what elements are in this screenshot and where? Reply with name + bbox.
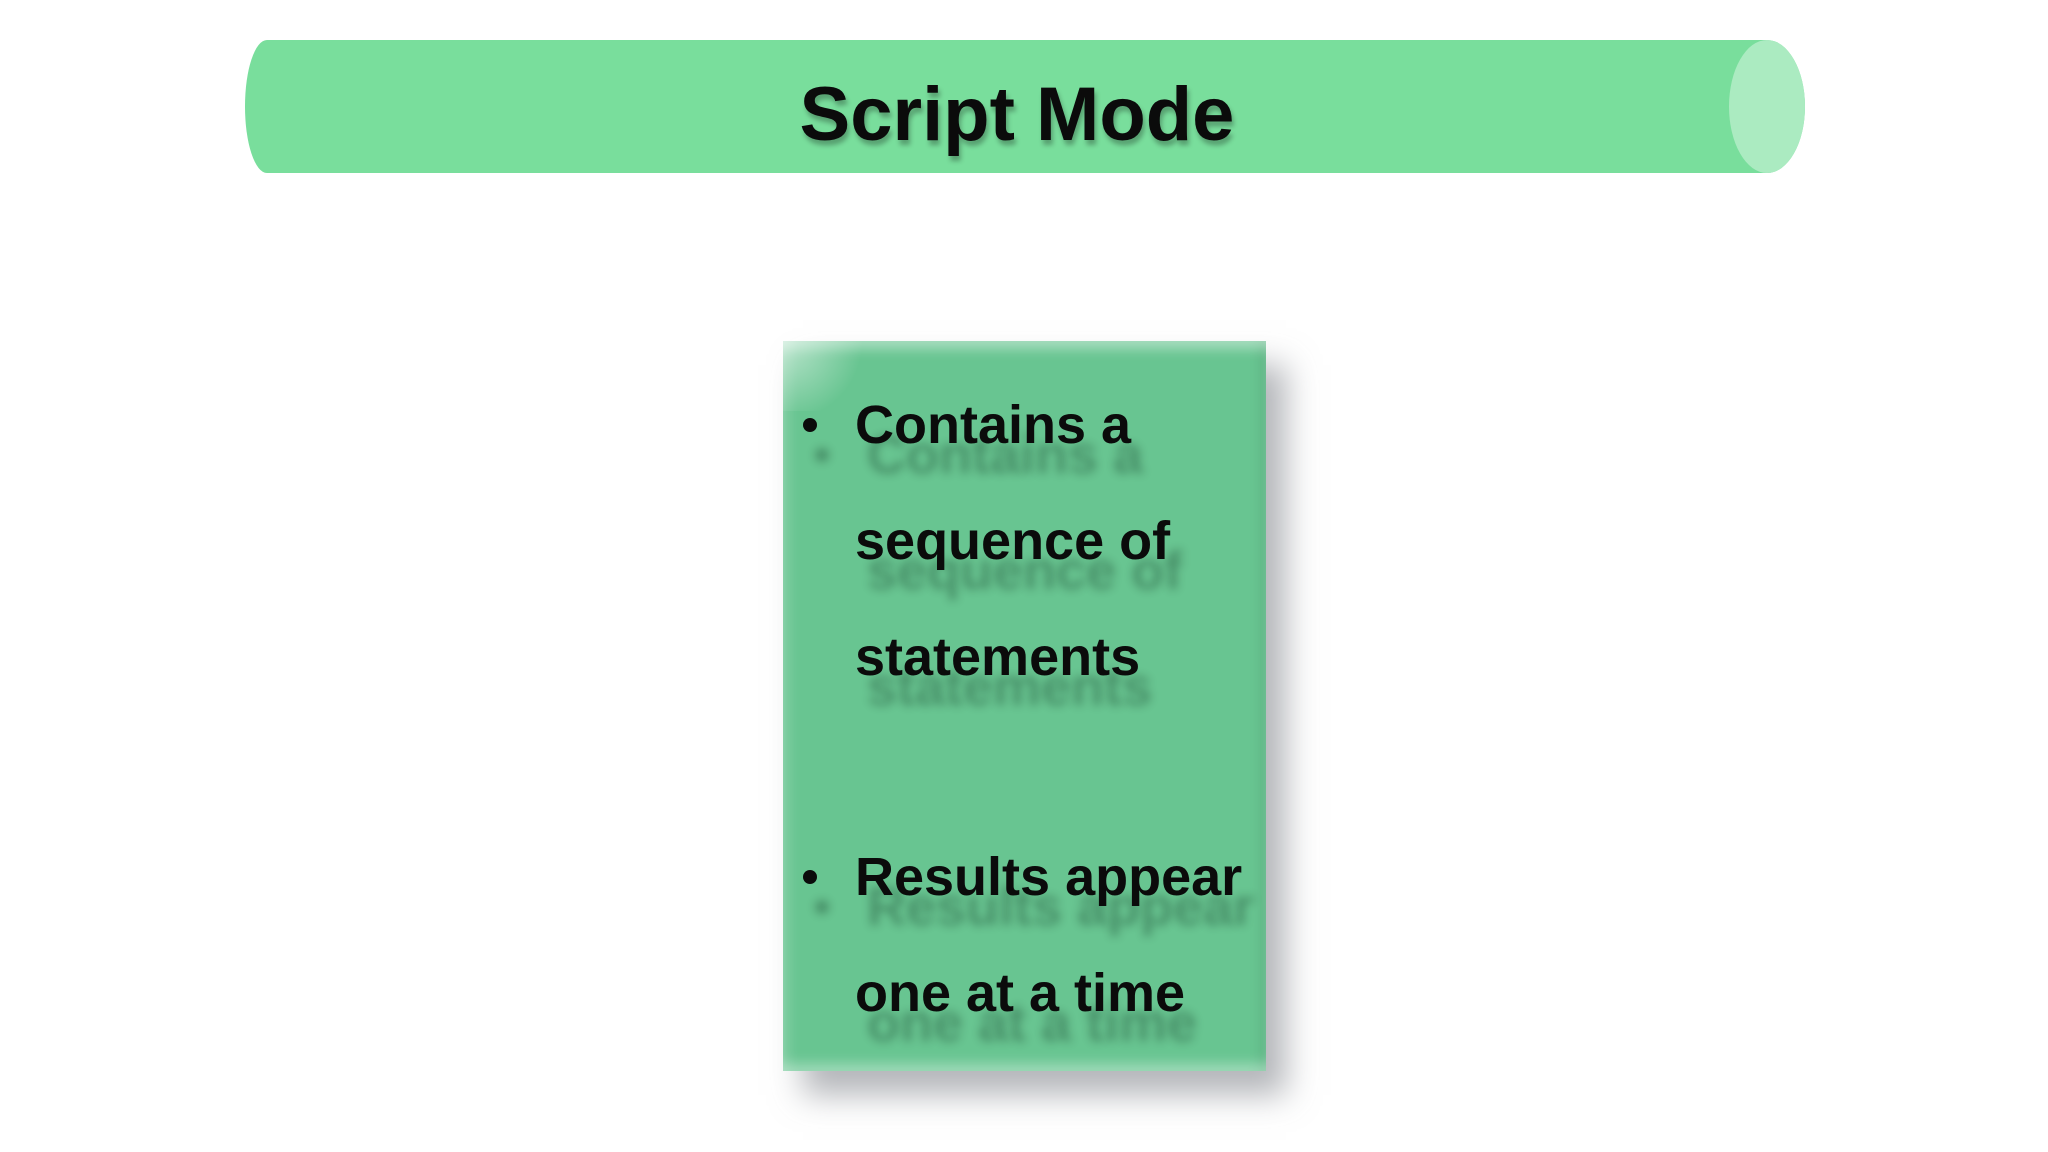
bullet-line: Contains a	[855, 395, 1132, 455]
title-banner: Script Mode	[245, 40, 1805, 173]
bullet-line: Results appear	[855, 847, 1243, 907]
bullet-dot-icon	[803, 870, 817, 884]
bullet-line: one at a time	[855, 963, 1186, 1023]
cylinder-cap-shape	[1729, 40, 1805, 173]
content-card: Contains a sequence of statements Result…	[783, 341, 1266, 1071]
bullet-line: statements	[855, 627, 1141, 687]
bullet-line: sequence of	[855, 511, 1171, 571]
bullet-list: Contains a sequence of statements Result…	[783, 341, 1266, 1051]
bullet-dot-icon	[803, 418, 817, 432]
bullet-item: Results appear one at a time	[783, 819, 1254, 1051]
cylinder-shape	[245, 40, 1805, 173]
cylinder-body-shape	[245, 40, 1805, 173]
bullet-item: Contains a sequence of statements	[783, 367, 1254, 715]
slide-title: Script Mode	[799, 72, 1235, 157]
